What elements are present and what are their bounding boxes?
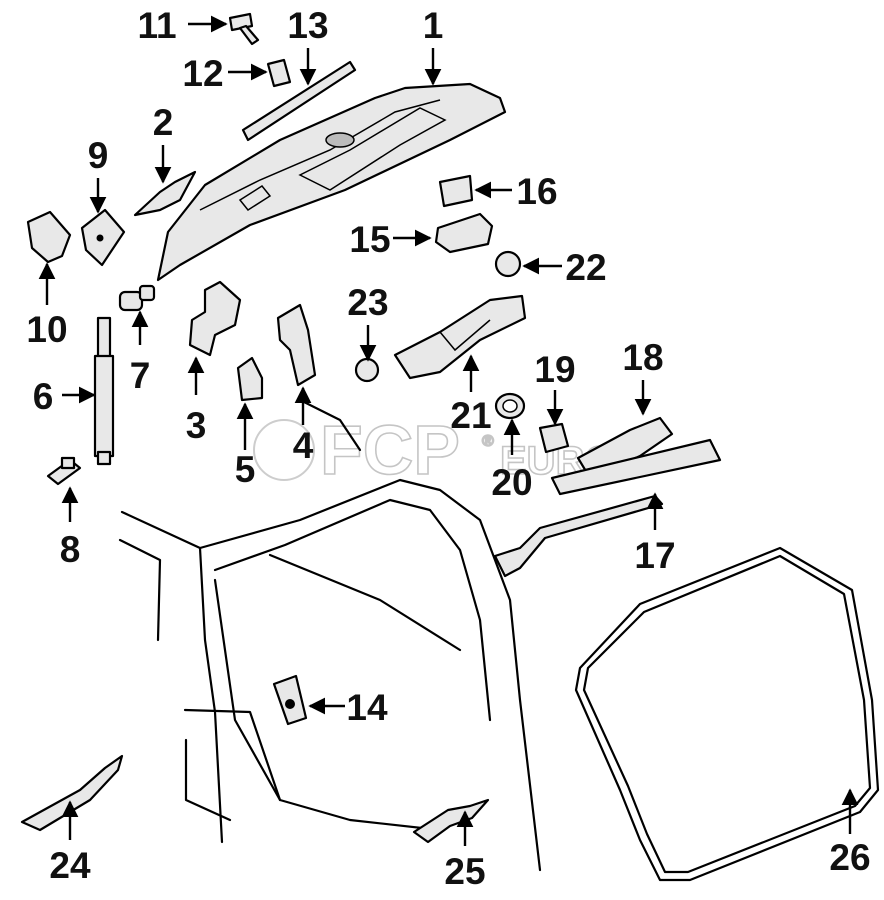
callout-9: 9	[88, 135, 109, 176]
weatherstrip	[574, 546, 880, 882]
latch-clip	[412, 798, 490, 844]
callout-1: 1	[423, 5, 444, 46]
switch-part	[438, 174, 474, 208]
watermark-registered: ®	[482, 433, 494, 450]
callout-5: 5	[235, 449, 256, 490]
callout-13: 13	[287, 5, 328, 46]
callout-6: 6	[33, 376, 54, 417]
callout-25: 25	[444, 851, 485, 892]
stud-part	[46, 456, 82, 486]
hinge-cover	[276, 303, 317, 387]
callout-16: 16	[516, 171, 557, 212]
clip-part	[538, 422, 570, 454]
callout-15: 15	[349, 219, 390, 260]
callout-labels: 1 2 3 4 5 6 7 8 9 10 11 12 13 14 15 16 1…	[26, 5, 870, 892]
bolt-part	[228, 12, 260, 46]
vehicle-body	[118, 398, 542, 872]
callout-26: 26	[829, 837, 870, 878]
callout-20: 20	[491, 462, 532, 503]
callout-19: 19	[534, 349, 575, 390]
callout-24: 24	[49, 845, 91, 886]
callout-3: 3	[186, 405, 207, 446]
cover-part	[26, 210, 72, 264]
hinge-part	[188, 280, 242, 357]
callout-18: 18	[622, 337, 663, 378]
leader-arrows	[38, 15, 859, 846]
handle-part	[494, 392, 526, 420]
liftgate-trim-panel	[156, 82, 507, 282]
callout-22: 22	[565, 247, 606, 288]
ball-stud	[118, 284, 156, 312]
callout-10: 10	[26, 309, 67, 350]
plug-part	[494, 250, 522, 278]
nut-part	[266, 58, 292, 88]
callout-12: 12	[182, 53, 223, 94]
lower-bracket	[20, 754, 124, 832]
callout-17: 17	[634, 535, 675, 576]
callout-14: 14	[346, 687, 388, 728]
bracket-part	[133, 170, 197, 217]
callout-2: 2	[153, 102, 174, 143]
callout-8: 8	[60, 529, 81, 570]
actuator-part	[393, 294, 527, 380]
small-bracket	[236, 356, 264, 402]
grommet-part	[354, 357, 380, 383]
latch-part	[434, 212, 494, 254]
gas-strut	[93, 316, 115, 466]
callout-23: 23	[347, 282, 388, 323]
callout-21: 21	[450, 395, 491, 436]
callout-4: 4	[293, 425, 314, 466]
callout-11: 11	[137, 5, 176, 46]
spoiler-strip	[550, 438, 722, 496]
callout-7: 7	[130, 355, 151, 396]
